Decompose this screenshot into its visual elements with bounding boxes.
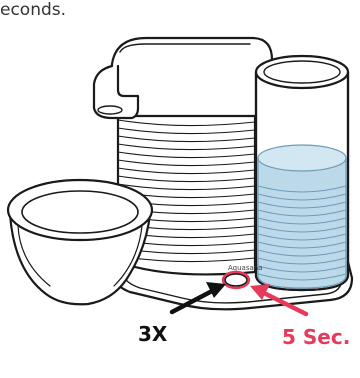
control-button <box>223 272 249 288</box>
water-tank <box>256 56 348 290</box>
device-logo: Aquasana <box>228 264 263 272</box>
hold-duration-label: 5 Sec. <box>282 325 350 349</box>
instruction-caption: econds. <box>0 0 66 20</box>
press-count-label: 3X <box>138 322 167 346</box>
